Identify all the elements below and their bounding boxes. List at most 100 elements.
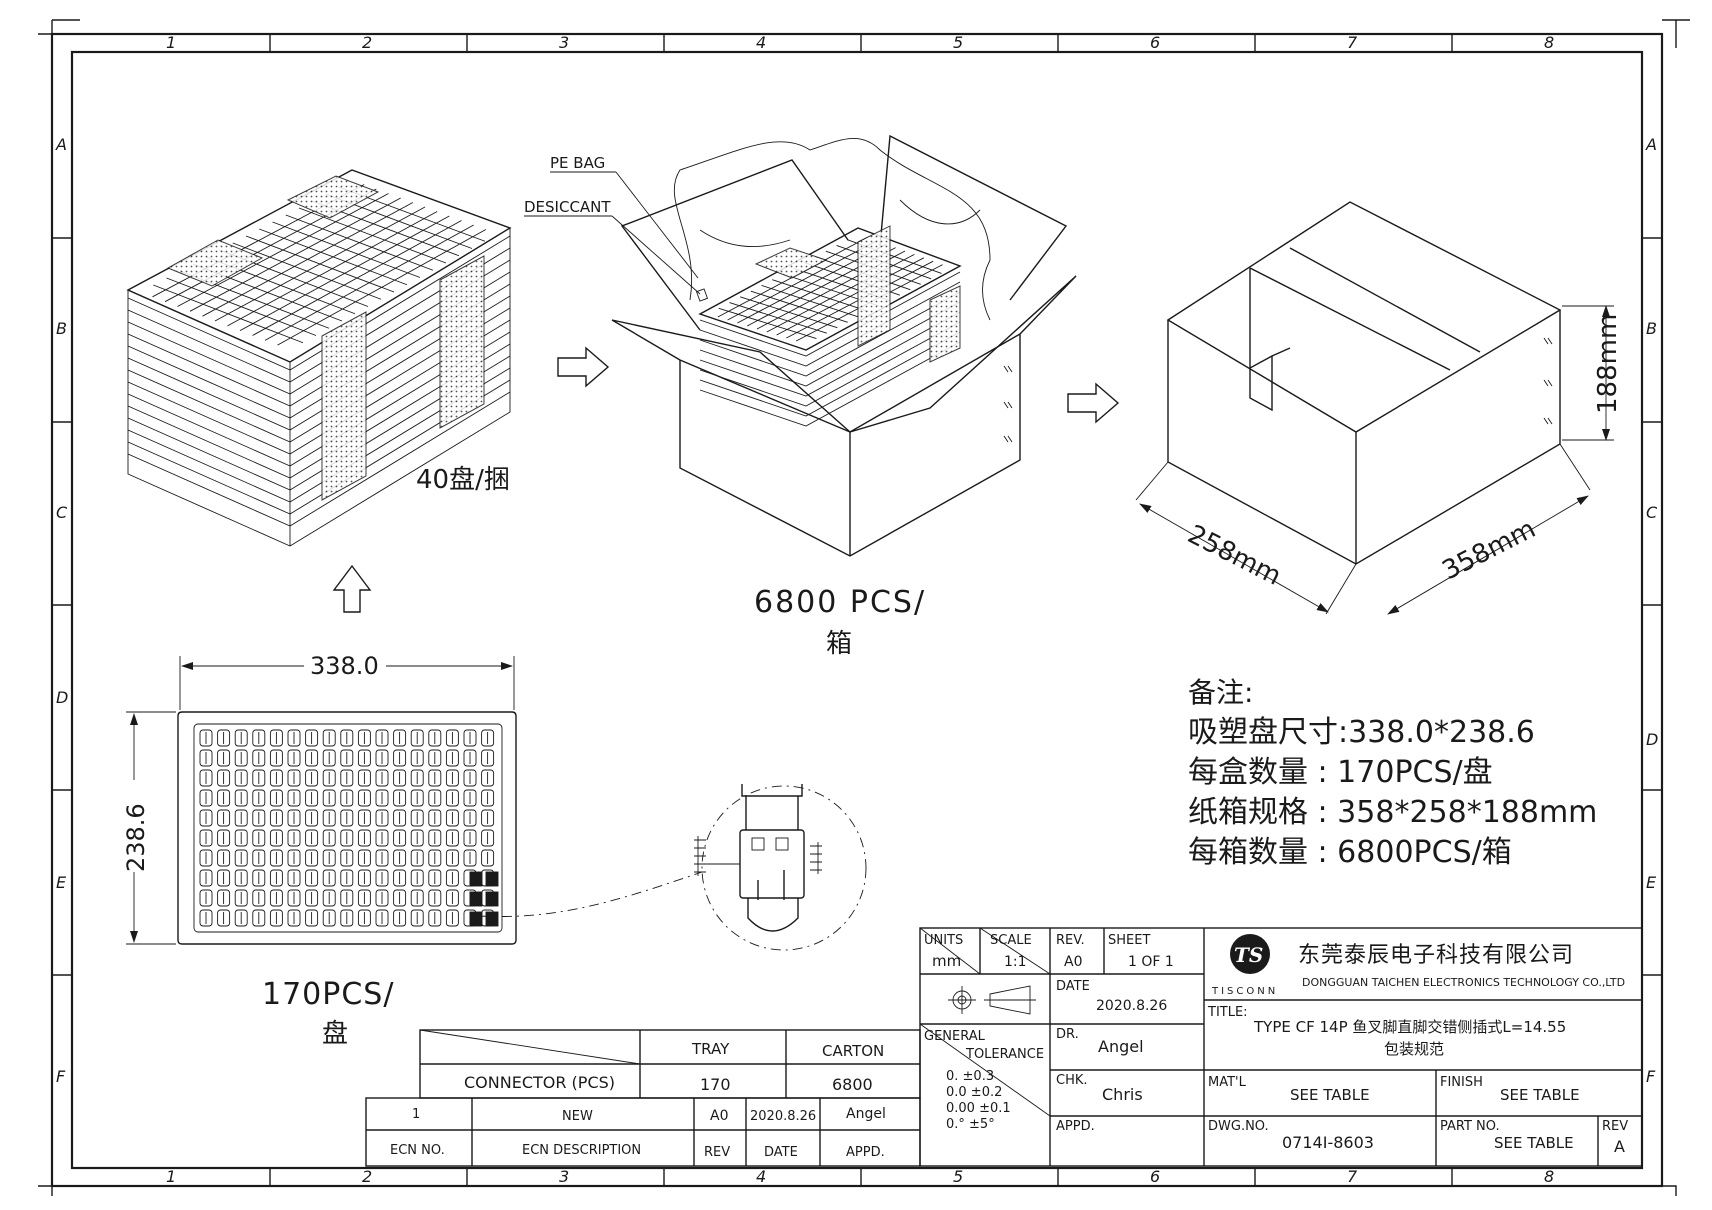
scale-label: SCALE: [990, 933, 1032, 948]
rev2-label: REV: [1602, 1119, 1628, 1134]
logo-mark: TS: [1234, 943, 1263, 967]
drawn-label: DR.: [1056, 1027, 1079, 1042]
right-arrow-2: [1067, 382, 1120, 424]
row-label-d: D: [56, 688, 68, 707]
tray-plan-view: 338.0 238.6 170PCS/ 盘: [120, 652, 517, 1049]
note-line-4: 每箱数量 : 6800PCS/箱: [1188, 835, 1512, 870]
tolerance-1: 0. ±0.3: [946, 1069, 994, 1084]
row-label-e: E: [56, 873, 67, 892]
tolerance-label-1: GENERAL: [924, 1029, 986, 1044]
col-label-7: 7: [1347, 33, 1358, 52]
material-label: MAT'L: [1208, 1075, 1247, 1090]
title-line-2: 包装规范: [1384, 1040, 1444, 1058]
carton-height-dim: 188mm: [1593, 314, 1623, 414]
qty-row-label: CONNECTOR (PCS): [464, 1073, 615, 1092]
rev-label: REV.: [1056, 933, 1085, 948]
finish-label: FINISH: [1440, 1075, 1483, 1090]
col-label-6b: 6: [1150, 1167, 1160, 1186]
rev-value: A0: [1064, 954, 1082, 970]
scale-value: 1:1: [1004, 954, 1027, 970]
part-number-value: SEE TABLE: [1494, 1134, 1574, 1152]
col-label-5: 5: [953, 33, 963, 52]
desiccant-callout: DESICCANT: [524, 198, 611, 216]
units-label: UNITS: [924, 933, 963, 948]
ecn-row-date: 2020.8.26: [750, 1109, 816, 1124]
sheet-frame: 1 2 3 4 5 6 7 8 1 2 3 4 5 6 7 8 A B C D …: [38, 19, 1690, 1196]
col-label-3b: 3: [559, 1167, 569, 1186]
col-label-6: 6: [1150, 33, 1160, 52]
company-name-en: DONGGUAN TAICHEN ELECTRONICS TECHNOLOGY …: [1302, 976, 1625, 989]
ecn-header-rev: REV: [704, 1145, 730, 1160]
company-logo: TS TISCONN: [1211, 934, 1278, 997]
row-label-b: B: [56, 319, 67, 338]
box-qty-line1: 6800 PCS/: [754, 585, 926, 620]
ecn-row-rev: A0: [710, 1108, 728, 1124]
notes-title: 备注:: [1188, 676, 1253, 709]
tray-width-dim: 338.0: [310, 652, 379, 680]
date-value: 2020.8.26: [1096, 998, 1167, 1014]
notes-block: 备注: 吸塑盘尺寸:338.0*238.6 每盒数量 : 170PCS/盘 纸箱…: [1188, 676, 1597, 870]
title-label: TITLE:: [1207, 1005, 1248, 1020]
right-arrow-1: [557, 346, 610, 388]
col-label-8: 8: [1544, 33, 1554, 52]
row-label-b-r: B: [1646, 319, 1657, 338]
col-label-1: 1: [166, 33, 176, 52]
qty-carton-value: 6800: [832, 1075, 873, 1094]
approved-label: APPD.: [1056, 1119, 1095, 1134]
tolerance-label-2: TOLERANCE: [965, 1047, 1044, 1062]
ecn-header-appd: APPD.: [846, 1145, 885, 1160]
ecn-header-description: ECN DESCRIPTION: [522, 1143, 641, 1158]
ecn-row-description: NEW: [562, 1109, 593, 1124]
tray-height-dim: 238.6: [122, 803, 150, 872]
part-number-label: PART NO.: [1440, 1119, 1500, 1134]
title-block: UNITS mm SCALE 1:1 REV. A0 SHEET 1 OF 1 …: [919, 927, 1643, 1167]
box-qty-line2: 箱: [826, 629, 852, 659]
finish-value: SEE TABLE: [1500, 1086, 1580, 1104]
qty-header-tray: TRAY: [691, 1040, 730, 1058]
tolerance-4: 0.° ±5°: [946, 1117, 995, 1132]
tray-qty-line2: 盘: [322, 1019, 348, 1049]
checked-label: CHK.: [1056, 1073, 1088, 1088]
logo-text: TISCONN: [1211, 986, 1278, 997]
checked-value: Chris: [1102, 1085, 1143, 1104]
company-name-cn: 东莞泰辰电子科技有限公司: [1298, 943, 1574, 968]
row-label-a-r: A: [1645, 135, 1657, 154]
carton-length-dim: 358mm: [1438, 514, 1541, 586]
row-label-a: A: [55, 135, 67, 154]
closed-carton-illustration: 188mm 258mm 358mm: [1135, 201, 1623, 615]
col-label-4: 4: [756, 33, 766, 52]
tray-qty-line1: 170PCS/: [262, 977, 394, 1012]
note-line-3: 纸箱规格 : 358*258*188mm: [1188, 795, 1597, 830]
sheet-label: SHEET: [1108, 933, 1150, 948]
drawn-value: Angel: [1098, 1037, 1144, 1056]
col-label-1b: 1: [166, 1167, 176, 1186]
ecn-row-no: 1: [412, 1107, 420, 1122]
row-label-f-r: F: [1646, 1067, 1656, 1086]
material-value: SEE TABLE: [1290, 1086, 1370, 1104]
rev2-value: A: [1614, 1137, 1625, 1156]
units-value: mm: [932, 952, 961, 970]
row-label-e-r: E: [1646, 873, 1657, 892]
row-label-c: C: [56, 503, 68, 522]
tolerance-3: 0.00 ±0.1: [946, 1101, 1011, 1116]
col-label-2: 2: [362, 33, 372, 52]
col-label-5b: 5: [953, 1167, 963, 1186]
col-label-7b: 7: [1347, 1167, 1358, 1186]
connector-detail-view: [479, 784, 867, 951]
row-label-f: F: [56, 1067, 66, 1086]
col-label-4b: 4: [756, 1167, 766, 1186]
col-label-3: 3: [559, 33, 569, 52]
ecn-header-no: ECN NO.: [390, 1143, 445, 1158]
qty-header-carton: CARTON: [822, 1042, 884, 1060]
drawing-number-label: DWG.NO.: [1208, 1119, 1269, 1134]
carton-depth-dim: 258mm: [1183, 520, 1286, 592]
col-label-8b: 8: [1544, 1167, 1554, 1186]
qty-tray-value: 170: [700, 1075, 731, 1094]
drawing-number-value: 0714I-8603: [1282, 1133, 1374, 1152]
col-label-2b: 2: [362, 1167, 372, 1186]
ecn-row-appd: Angel: [846, 1106, 886, 1122]
projection-symbol-icon: [948, 985, 1036, 1015]
ecn-header-date: DATE: [764, 1145, 798, 1160]
ecn-table: 1 NEW A0 2020.8.26 Angel ECN NO. ECN DES…: [365, 1097, 921, 1167]
